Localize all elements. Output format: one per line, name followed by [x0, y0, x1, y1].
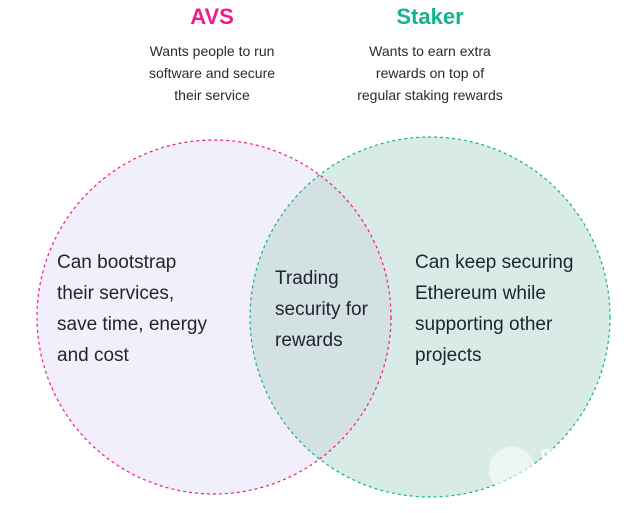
overlap-region-line: security for — [275, 299, 368, 320]
staker-region-line: Can keep securing — [415, 252, 574, 273]
watermark: 路由器 luyouqi.com — [490, 446, 624, 496]
staker-only-text: Can keep securing Ethereum while support… — [415, 247, 573, 371]
avs-title: AVS — [190, 4, 234, 29]
staker-description: Wants to earn extra rewards on top of re… — [310, 40, 550, 106]
staker-circle-outline — [249, 136, 611, 498]
overlap-region-line: rewards — [275, 330, 343, 351]
overlap-region — [250, 140, 391, 494]
avs-circle-outline — [36, 139, 392, 495]
staker-description-line: Wants to earn extra — [369, 43, 491, 59]
staker-header: Staker Wants to earn extra rewards on to… — [310, 4, 550, 106]
avs-header: AVS Wants people to run software and sec… — [92, 4, 332, 106]
avs-region-line: Can bootstrap — [57, 252, 177, 273]
watermark-en: luyouqi.com — [543, 478, 602, 490]
avs-description-line: Wants people to run — [149, 43, 275, 59]
overlap-region-line: Trading — [275, 268, 339, 289]
avs-region-line: their services, — [57, 283, 175, 304]
avs-region-line: save time, energy — [57, 314, 207, 335]
avs-description-line: their service — [174, 87, 250, 103]
avs-description: Wants people to run software and secure … — [92, 40, 332, 106]
avs-only-text: Can bootstrap their services, save time,… — [57, 247, 207, 371]
staker-title: Staker — [396, 4, 464, 29]
avs-description-line: software and secure — [148, 65, 276, 81]
staker-region-line: Ethereum while — [415, 283, 546, 304]
staker-description-line: regular staking rewards — [357, 87, 503, 103]
watermark-cn: 路由器 — [540, 447, 615, 475]
avs-region-line: and cost — [57, 345, 129, 366]
overlap-text: Trading security for rewards — [275, 263, 368, 356]
router-logo-icon — [490, 448, 534, 492]
staker-description-line: rewards on top of — [375, 65, 485, 81]
staker-region-line: projects — [415, 345, 482, 366]
staker-region-line: supporting other — [415, 314, 553, 335]
